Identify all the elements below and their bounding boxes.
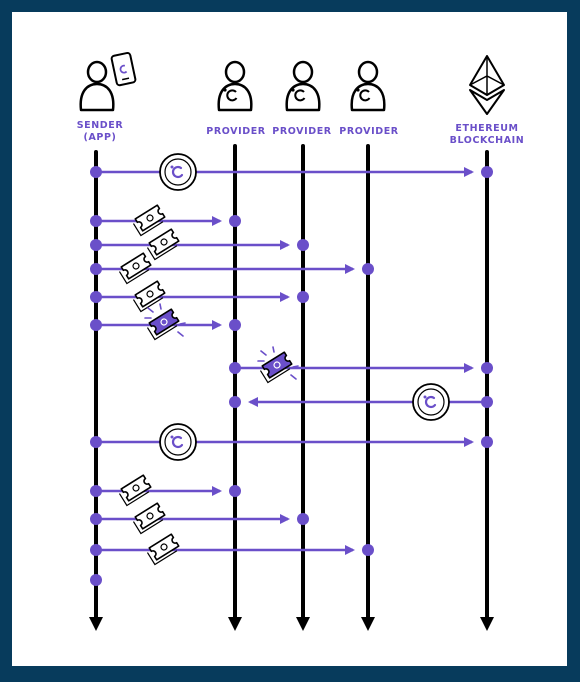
lifeline-arrowhead-provider1 xyxy=(228,617,242,631)
ticket-token-icon xyxy=(118,252,152,285)
ticket-token-icon xyxy=(132,204,166,237)
message-end-dot xyxy=(481,436,493,448)
actor-label-sender: SENDER (APP) xyxy=(76,120,124,143)
actor-label-provider-3: PROVIDER xyxy=(339,126,399,137)
message-start-dot xyxy=(90,166,102,178)
message-start-dot xyxy=(90,485,102,497)
sender-final-dot xyxy=(90,574,102,586)
actor-label-provider-1: PROVIDER xyxy=(206,126,266,137)
phone-icon xyxy=(110,52,137,87)
ticket-token-icon xyxy=(118,474,152,507)
person-icon xyxy=(79,60,115,112)
message-start-dot xyxy=(90,513,102,525)
message-start-dot xyxy=(90,239,102,251)
sparkle-icon xyxy=(257,346,299,380)
message-start-dot xyxy=(90,544,102,556)
message-start-dot xyxy=(229,362,241,374)
message-end-dot xyxy=(362,263,374,275)
ticket-token-icon xyxy=(132,502,166,535)
actor-label-provider-2: PROVIDER xyxy=(272,126,332,137)
lifeline-arrowhead-sender xyxy=(89,617,103,631)
provider-person-icon xyxy=(350,60,386,112)
sequence-diagram xyxy=(79,52,505,631)
message-end-dot xyxy=(297,239,309,251)
ticket-token-icon xyxy=(146,228,180,261)
message-end-dot xyxy=(481,166,493,178)
message-start-dot xyxy=(90,263,102,275)
message-arrow xyxy=(90,436,493,448)
sparkle-icon xyxy=(144,303,186,337)
coin-token-icon xyxy=(159,153,197,191)
message-arrow xyxy=(229,396,493,408)
provider-person-icon xyxy=(285,60,321,112)
message-start-dot xyxy=(90,319,102,331)
lifeline-arrowhead-provider3 xyxy=(361,617,375,631)
lifeline-arrowhead-ethereum xyxy=(480,617,494,631)
message-end-dot xyxy=(229,319,241,331)
coin-token-icon xyxy=(412,383,450,421)
message-arrow xyxy=(90,544,374,556)
actor-label-ethereum: ETHEREUM BLOCKCHAIN xyxy=(449,123,525,146)
ticket-token-icon xyxy=(132,280,166,313)
message-start-dot xyxy=(481,396,493,408)
message-start-dot xyxy=(90,215,102,227)
winning-ticket-icon xyxy=(146,308,180,341)
message-arrow xyxy=(90,239,309,251)
message-end-dot xyxy=(297,513,309,525)
message-end-dot xyxy=(297,291,309,303)
ethereum-logo-icon xyxy=(469,55,505,115)
message-end-dot xyxy=(229,485,241,497)
lifeline-arrowhead-provider2 xyxy=(296,617,310,631)
message-end-dot xyxy=(481,362,493,374)
message-end-dot xyxy=(229,215,241,227)
winning-ticket-icon xyxy=(259,351,293,384)
coin-token-icon xyxy=(159,423,197,461)
message-end-dot xyxy=(229,396,241,408)
message-arrow xyxy=(90,291,309,303)
message-arrow xyxy=(90,166,493,178)
message-start-dot xyxy=(90,291,102,303)
diagram-panel: SENDER (APP) PROVIDER PROVIDER PROVIDER … xyxy=(12,12,567,666)
ticket-token-icon xyxy=(146,533,180,566)
provider-person-icon xyxy=(217,60,253,112)
message-arrow xyxy=(90,485,241,497)
message-arrow xyxy=(90,513,309,525)
message-end-dot xyxy=(362,544,374,556)
message-start-dot xyxy=(90,436,102,448)
message-arrow xyxy=(90,215,241,227)
